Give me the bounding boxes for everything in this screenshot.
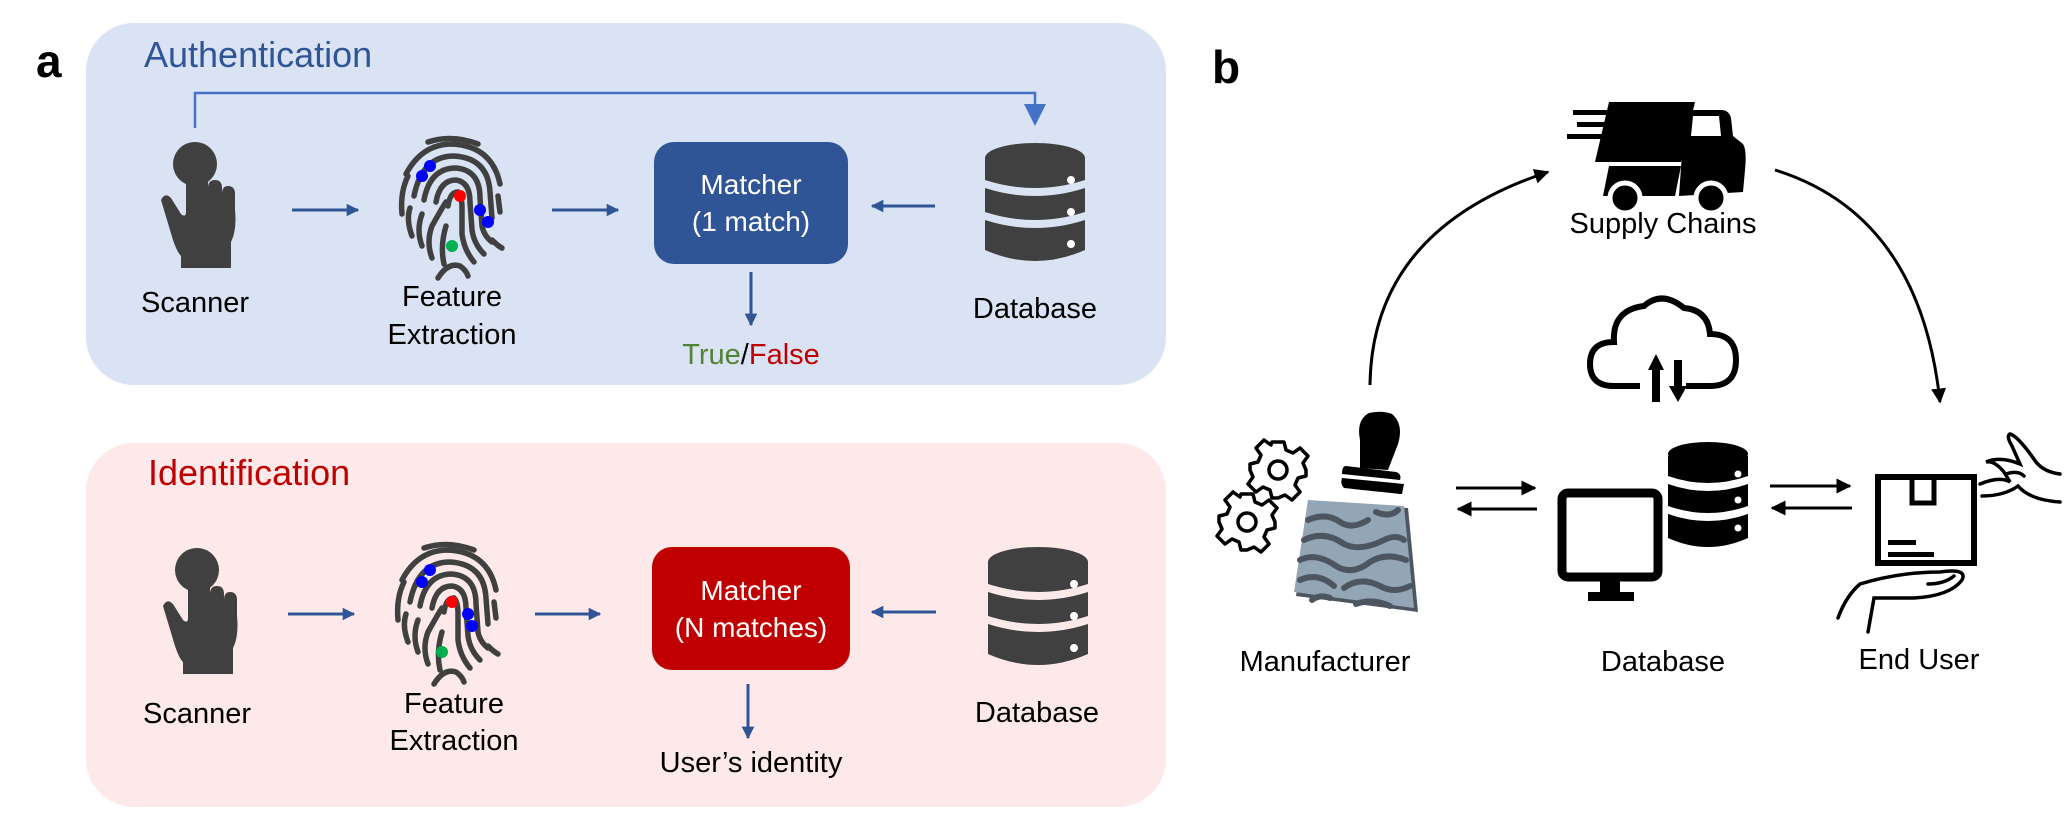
- matcher-title: Matcher: [700, 169, 802, 200]
- database-label: Database: [1600, 646, 1726, 678]
- minutia-point: [424, 160, 436, 172]
- minutia-point: [462, 608, 474, 620]
- matcher-n-matches-box: Matcher (N matches): [652, 547, 850, 670]
- users-identity-result: User’s identity: [659, 747, 843, 779]
- matcher-subtitle: (N matches): [674, 611, 828, 643]
- arrow-supply-chains-to-end-user: [1774, 168, 1947, 404]
- identification-panel: [86, 443, 1166, 807]
- arrow-manufacturer-to-supply-chains: [1368, 169, 1550, 386]
- bypass-connector: [193, 91, 1037, 128]
- receiving-hand-icon: [1836, 569, 1965, 634]
- scanner-label: Scanner: [142, 698, 252, 730]
- patterned-surface-icon: [1294, 500, 1418, 612]
- database-icon: [988, 547, 1088, 665]
- result-separator: /: [740, 339, 749, 371]
- cloud-sync-icon: [1586, 295, 1740, 402]
- minutia-point: [436, 646, 448, 658]
- database-label: Database: [972, 293, 1098, 325]
- minutia-point: [474, 204, 486, 216]
- feature-extraction-label-line1: Feature: [402, 281, 502, 313]
- database-label: Database: [974, 697, 1100, 729]
- truck-icon: [1567, 102, 1746, 216]
- two-way-arrow-manufacturer-database: [1456, 480, 1537, 517]
- panel-b-letter: b: [1212, 41, 1241, 93]
- result-true: True: [682, 339, 741, 371]
- two-way-arrow-database-end-user: [1770, 478, 1852, 516]
- authentication-title: Authentication: [144, 34, 373, 75]
- minutia-point: [424, 564, 436, 576]
- fingerprint-icon: [398, 544, 498, 684]
- minutia-point: [466, 620, 478, 632]
- feature-extraction-label-line2: Extraction: [387, 319, 517, 351]
- matcher-title: Matcher: [700, 574, 802, 606]
- true-false-result: True/False: [682, 336, 820, 374]
- minutia-point: [482, 216, 494, 228]
- minutia-point: [416, 576, 428, 588]
- monitor-icon: [1557, 488, 1663, 601]
- scanner-icon: [161, 142, 236, 268]
- supply-chains-label: Supply Chains: [1569, 208, 1757, 240]
- minutia-point: [454, 190, 466, 202]
- stamp-icon: [1341, 411, 1404, 494]
- manufacturer-label: Manufacturer: [1239, 646, 1411, 678]
- feature-extraction-label-line2: Extraction: [389, 725, 519, 757]
- database-icon: [1668, 442, 1748, 547]
- panel-a-letter: a: [36, 35, 62, 87]
- end-user-label: End User: [1858, 644, 1980, 676]
- minutia-point: [416, 170, 428, 182]
- bypass-arrowhead-icon: [1024, 104, 1046, 126]
- scanner-icon: [163, 548, 238, 674]
- matcher-1-match-box: Matcher (1 match): [654, 142, 848, 264]
- matcher-subtitle: (1 match): [691, 206, 811, 237]
- feature-extraction-label-line1: Feature: [404, 688, 504, 720]
- minutia-point: [446, 240, 458, 252]
- gear-icon: [1246, 438, 1310, 502]
- package-box-icon: [1875, 474, 1977, 566]
- result-false: False: [748, 339, 820, 371]
- identification-title: Identification: [148, 452, 351, 493]
- database-icon: [985, 143, 1085, 261]
- gear-icon: [1215, 490, 1279, 554]
- fingerprint-icon: [402, 138, 502, 278]
- scanner-label: Scanner: [140, 287, 250, 319]
- minutia-point: [446, 596, 458, 608]
- giving-hand-icon: [1978, 432, 2062, 504]
